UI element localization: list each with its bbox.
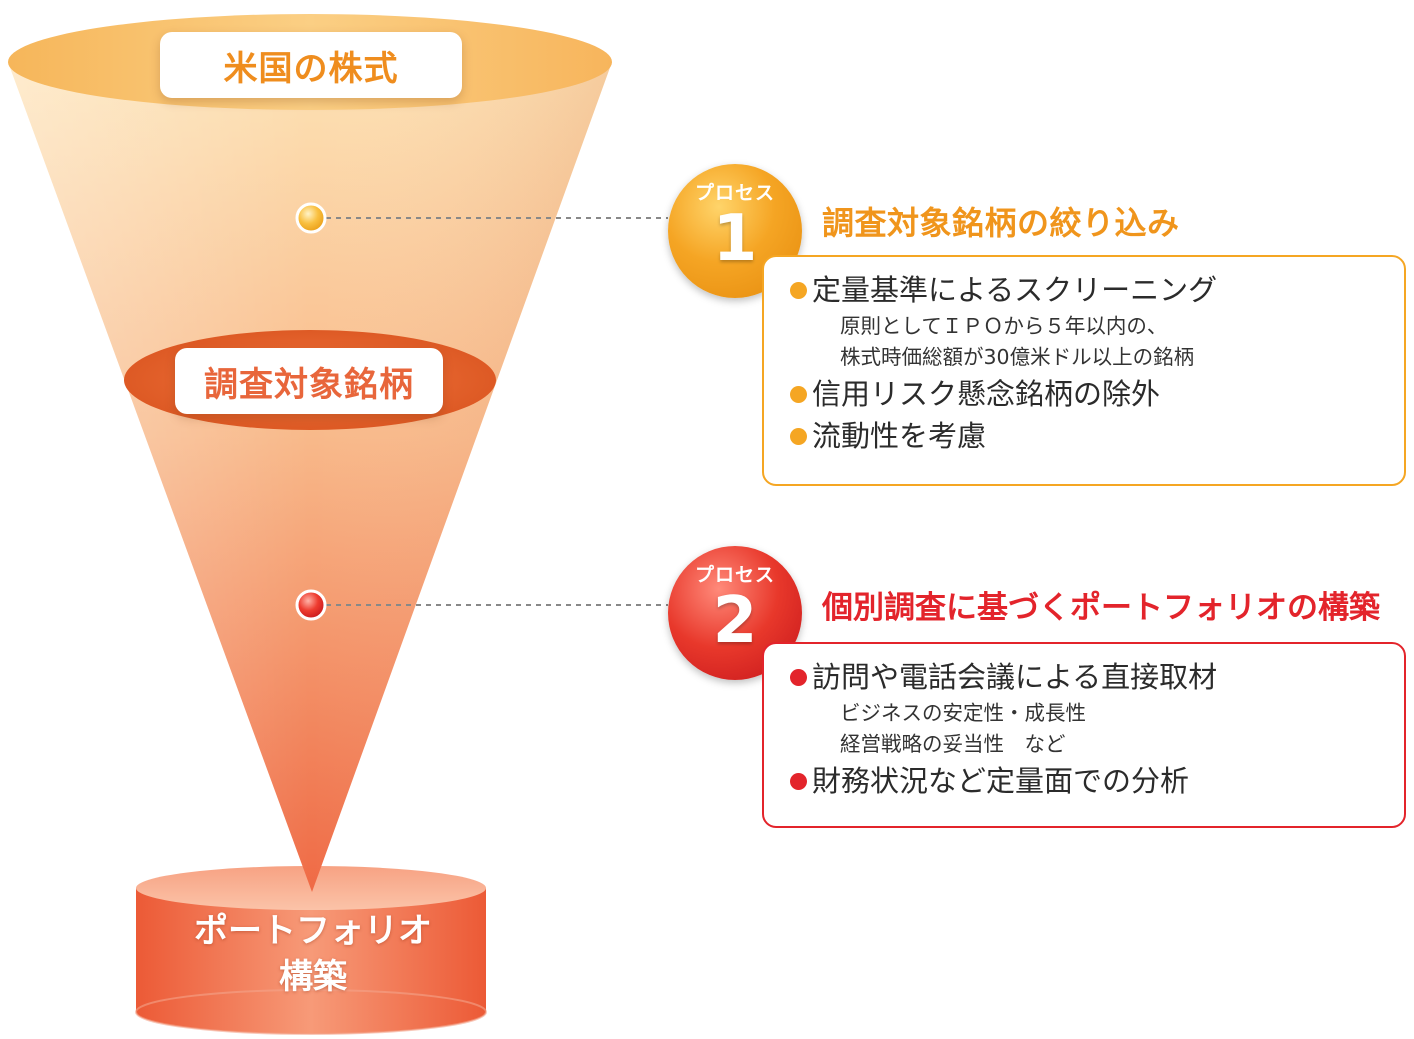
base-label-line1: ポートフォリオ [194, 911, 432, 951]
process-1-title: 調査対象銘柄の絞り込み [822, 204, 1180, 242]
bullet-subtext: 原則としてＩＰＯから５年以内の、 [840, 314, 1168, 338]
funnel-base-label: ポートフォリオ 構築 [140, 908, 486, 1000]
bullet-text: 信用リスク懸念銘柄の除外 [812, 377, 1161, 411]
bullet-text: 財務状況など定量面での分析 [812, 764, 1190, 798]
bullet-subtext: 株式時価総額が30億米ドル以上の銘柄 [840, 345, 1195, 369]
base-label-line2: 構築 [279, 957, 347, 997]
list-item: 財務状況など定量面での分析 [790, 760, 1217, 802]
bullet-dot-icon [790, 282, 807, 299]
bullet-dot-icon [790, 428, 807, 445]
funnel-middle-label: 調査対象銘柄 [175, 348, 443, 414]
marker-dot-2 [295, 589, 327, 621]
process-2-bullet-list: 訪問や電話会議による直接取材 ビジネスの安定性・成長性 経営戦略の妥当性 など … [790, 656, 1217, 802]
bullet-subtext: ビジネスの安定性・成長性 [840, 701, 1086, 725]
bullet-dot-icon [790, 773, 807, 790]
marker-dot-1 [295, 202, 327, 234]
process-2-detail-box: 訪問や電話会議による直接取材 ビジネスの安定性・成長性 経営戦略の妥当性 など … [762, 642, 1406, 828]
list-item: 訪問や電話会議による直接取材 ビジネスの安定性・成長性 経営戦略の妥当性 など [790, 656, 1217, 760]
process-1-detail-box: 定量基準によるスクリーニング 原則としてＩＰＯから５年以内の、 株式時価総額が3… [762, 255, 1406, 486]
bullet-subtext: 経営戦略の妥当性 など [840, 732, 1066, 756]
process-2-tag: プロセス [694, 564, 775, 586]
bullet-text: 定量基準によるスクリーニング [812, 273, 1218, 307]
funnel-cone [8, 62, 612, 892]
bullet-dot-icon [790, 386, 807, 403]
list-item: 流動性を考慮 [790, 415, 1217, 457]
process-2-number: 2 [712, 584, 758, 658]
process-2-badge: プロセス 2 [668, 546, 802, 680]
process-1-number: 1 [712, 202, 758, 276]
funnel-top-label: 米国の株式 [160, 32, 462, 98]
list-item: 定量基準によるスクリーニング 原則としてＩＰＯから５年以内の、 株式時価総額が3… [790, 269, 1217, 373]
process-1-bullet-list: 定量基準によるスクリーニング 原則としてＩＰＯから５年以内の、 株式時価総額が3… [790, 269, 1217, 457]
process-1-tag: プロセス [694, 182, 775, 204]
bullet-text: 訪問や電話会議による直接取材 [812, 660, 1218, 694]
list-item: 信用リスク懸念銘柄の除外 [790, 373, 1217, 415]
bullet-text: 流動性を考慮 [812, 419, 987, 453]
bullet-dot-icon [790, 669, 807, 686]
process-2-title: 個別調査に基づくポートフォリオの構築 [822, 590, 1380, 626]
